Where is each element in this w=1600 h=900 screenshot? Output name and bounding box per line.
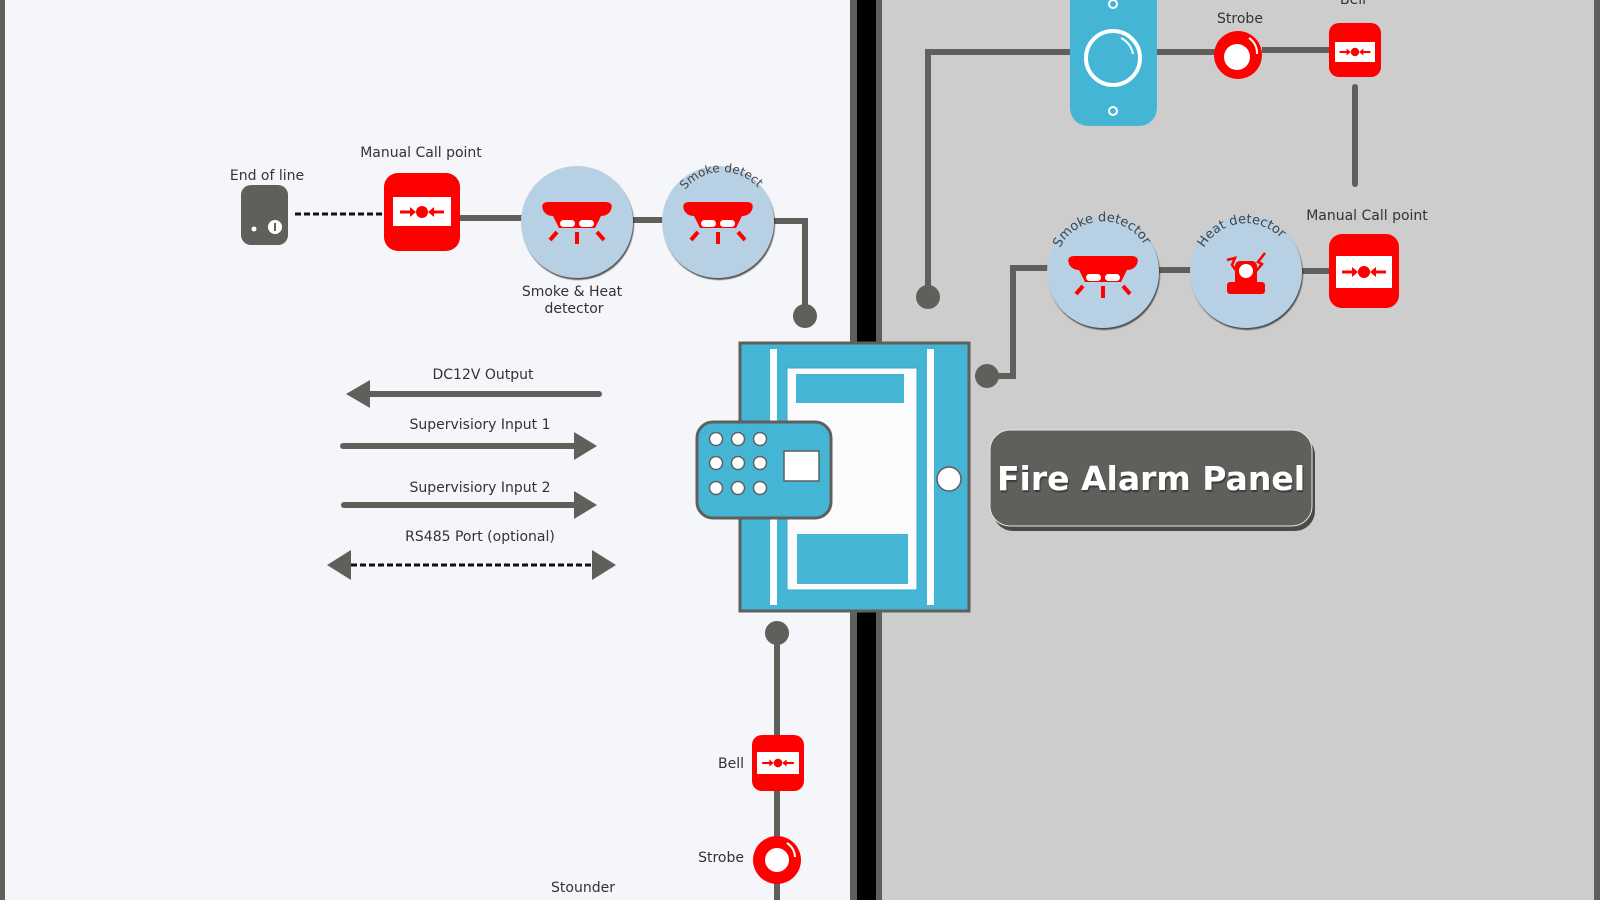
right-manual-call-point-icon[interactable] xyxy=(1329,234,1399,308)
page-title: Fire Alarm Panel xyxy=(997,459,1305,498)
right-manual-call-point-label: Manual Call point xyxy=(1306,208,1428,224)
supervisory-input-2-label: Supervisiory Input 2 xyxy=(409,480,550,496)
stounder-label: Stounder xyxy=(551,880,615,896)
wire-terminal-right-lower xyxy=(975,364,999,388)
right-bell-icon[interactable] xyxy=(1329,23,1381,77)
smoke-heat-detector-label-line2: detector xyxy=(544,301,603,317)
dc12v-output-label: DC12V Output xyxy=(432,367,534,383)
right-border xyxy=(1594,0,1600,900)
rs485-port-label: RS485 Port (optional) xyxy=(405,529,555,545)
right-bell-label: Bell xyxy=(1340,0,1366,8)
sounder-button-icon[interactable] xyxy=(1070,0,1157,126)
smoke-heat-detector-icon[interactable] xyxy=(521,166,633,278)
wire-terminal-bottom xyxy=(765,621,789,645)
strobe-label: Strobe xyxy=(698,850,744,866)
bell-label: Bell xyxy=(718,756,744,772)
wire-terminal-to-sounder xyxy=(925,49,1072,297)
smoke-heat-detector-label-line1: Smoke & Heat xyxy=(522,284,623,300)
wire-detector-to-panel xyxy=(772,218,808,316)
rs485-port-arrow xyxy=(327,550,616,580)
heat-detector-icon[interactable]: Heat detector xyxy=(1190,212,1302,328)
wire-terminal-right-upper xyxy=(916,285,940,309)
manual-call-point-label: Manual Call point xyxy=(360,145,482,161)
wire-terminal xyxy=(793,304,817,328)
supervisory-input-1-label: Supervisiory Input 1 xyxy=(409,417,550,433)
strobe-icon[interactable] xyxy=(753,836,801,884)
right-strobe-label: Strobe xyxy=(1217,11,1263,27)
title-badge: Fire Alarm Panel xyxy=(989,429,1315,531)
left-border xyxy=(0,0,5,900)
wire-panel-to-right-detectors xyxy=(987,265,1050,379)
manual-call-point-icon[interactable] xyxy=(384,173,460,251)
end-of-line-label: End of line xyxy=(230,168,304,184)
end-of-line-resistor-icon[interactable] xyxy=(241,185,288,245)
dc12v-output-arrow xyxy=(346,380,602,408)
right-strobe-icon[interactable] xyxy=(1214,31,1262,79)
supervisory-input-1-arrow xyxy=(340,432,597,460)
supervisory-input-2-arrow xyxy=(341,491,597,519)
fire-alarm-panel-icon[interactable] xyxy=(738,341,971,613)
panel-keypad[interactable] xyxy=(695,420,833,520)
bell-icon[interactable] xyxy=(752,735,804,791)
